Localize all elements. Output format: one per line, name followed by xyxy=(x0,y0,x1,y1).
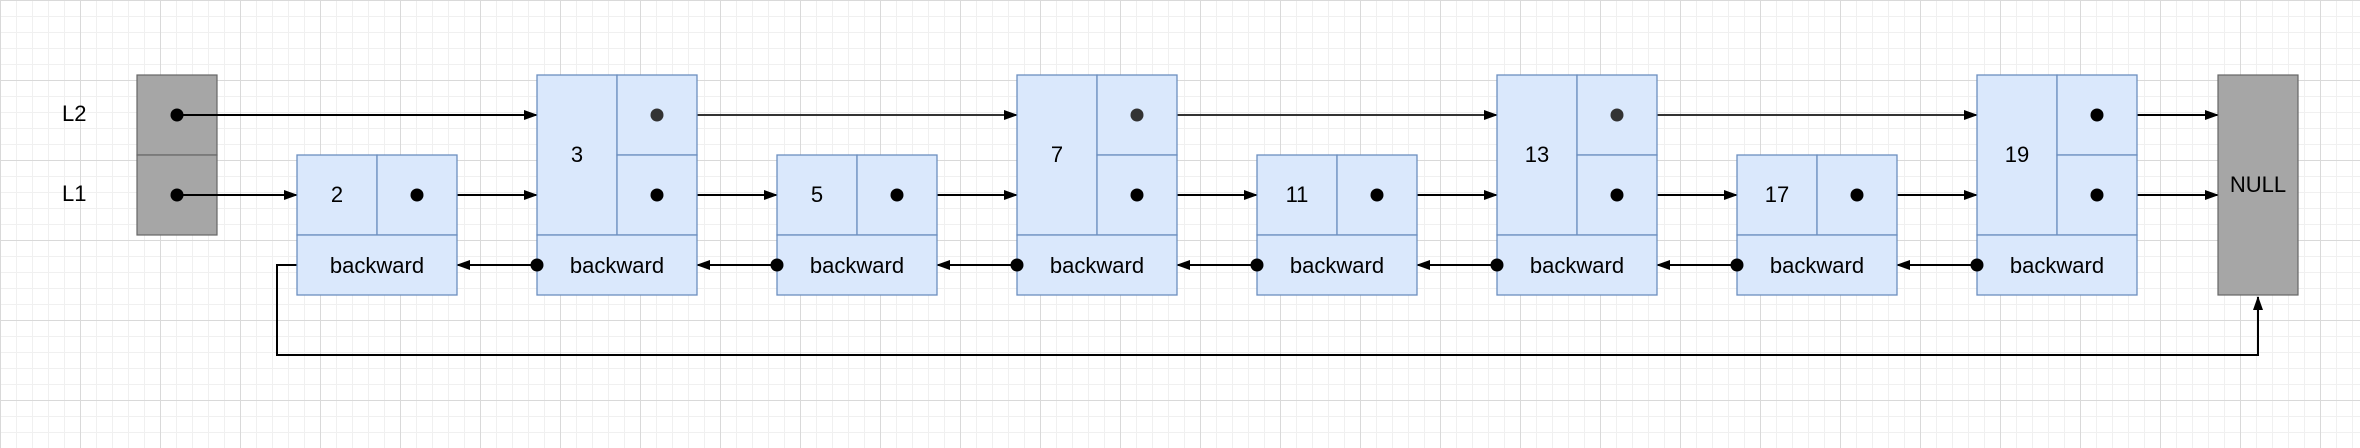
node-value-cell xyxy=(1496,74,1578,236)
links-layer xyxy=(177,110,2263,356)
node-value-cell xyxy=(296,154,378,236)
node-value-cell xyxy=(536,74,618,236)
skip-node-7: 7 backward xyxy=(1016,74,1178,296)
skip-node-11: 11 backward xyxy=(1256,154,1418,296)
null-node: NULL xyxy=(2217,74,2299,296)
node-value-cell xyxy=(1016,74,1098,236)
node-backward-cell xyxy=(1736,234,1898,296)
node-backward-cell xyxy=(1976,234,2138,296)
node-backward-cell xyxy=(296,234,458,296)
backward-pointer-dot-11 xyxy=(1250,258,1264,272)
node-backward-label: backward xyxy=(1530,253,1624,278)
node-backward-label: backward xyxy=(810,253,904,278)
level-label-l1: L1 xyxy=(62,181,86,206)
node-value: 2 xyxy=(331,182,343,207)
node-value: 17 xyxy=(1765,182,1789,207)
header-node xyxy=(136,74,218,236)
l2-pointer-dot-19 xyxy=(2090,108,2104,122)
node-backward-label: backward xyxy=(1290,253,1384,278)
l1-pointer-dot-3 xyxy=(650,188,664,202)
node-value-cell xyxy=(776,154,858,236)
backward-pointer-dot-19 xyxy=(1970,258,1984,272)
l1-pointer-dot-11 xyxy=(1370,188,1384,202)
skip-node-17: 17 backward xyxy=(1736,154,1898,296)
null-node-box xyxy=(2217,74,2299,296)
header-l1-pointer-dot xyxy=(170,188,184,202)
l1-pointer-dot-2 xyxy=(410,188,424,202)
node-value: 13 xyxy=(1525,142,1549,167)
node-backward-cell xyxy=(776,234,938,296)
node-backward-cell xyxy=(1016,234,1178,296)
node-value: 3 xyxy=(571,142,583,167)
node-backward-cell xyxy=(1496,234,1658,296)
level-label-l2: L2 xyxy=(62,101,86,126)
skip-node-3: 3 backward xyxy=(536,74,698,296)
node-backward-cell xyxy=(536,234,698,296)
node-backward-label: backward xyxy=(330,253,424,278)
l1-pointer-dot-17 xyxy=(1850,188,1864,202)
backward-pointer-dot-7 xyxy=(1010,258,1024,272)
backward-pointer-dot-3 xyxy=(530,258,544,272)
l1-pointer-dot-7 xyxy=(1130,188,1144,202)
l1-pointer-dot-13 xyxy=(1610,188,1624,202)
null-node-label: NULL xyxy=(2230,172,2286,197)
l2-pointer-dot-3 xyxy=(650,108,664,122)
skip-node-5: 5 backward xyxy=(776,154,938,296)
backward-pointer-dot-5 xyxy=(770,258,784,272)
backward-pointer-dot-13 xyxy=(1490,258,1504,272)
node-value: 7 xyxy=(1051,142,1063,167)
node-backward-label: backward xyxy=(570,253,664,278)
dots-layer xyxy=(170,108,2104,272)
nodes-layer: 2 backward 3 backward 5 backward 7 backward 11 ba… xyxy=(296,74,2138,296)
l2-pointer-dot-7 xyxy=(1130,108,1144,122)
node-backward-label: backward xyxy=(1050,253,1144,278)
node-value: 5 xyxy=(811,182,823,207)
node-value-cell xyxy=(1736,154,1818,236)
backward-link-first-to-null xyxy=(276,264,2263,356)
header-l2-pointer-dot xyxy=(170,108,184,122)
skip-node-13: 13 backward xyxy=(1496,74,1658,296)
l2-pointer-dot-13 xyxy=(1610,108,1624,122)
node-value-cell xyxy=(1976,74,2058,236)
l1-pointer-dot-19 xyxy=(2090,188,2104,202)
l1-pointer-dot-5 xyxy=(890,188,904,202)
node-backward-label: backward xyxy=(1770,253,1864,278)
skip-node-2: 2 backward xyxy=(296,154,458,296)
skip-node-19: 19 backward xyxy=(1976,74,2138,296)
node-backward-label: backward xyxy=(2010,253,2104,278)
node-value: 19 xyxy=(2005,142,2029,167)
node-value: 11 xyxy=(1286,182,1309,207)
backward-pointer-dot-17 xyxy=(1730,258,1744,272)
